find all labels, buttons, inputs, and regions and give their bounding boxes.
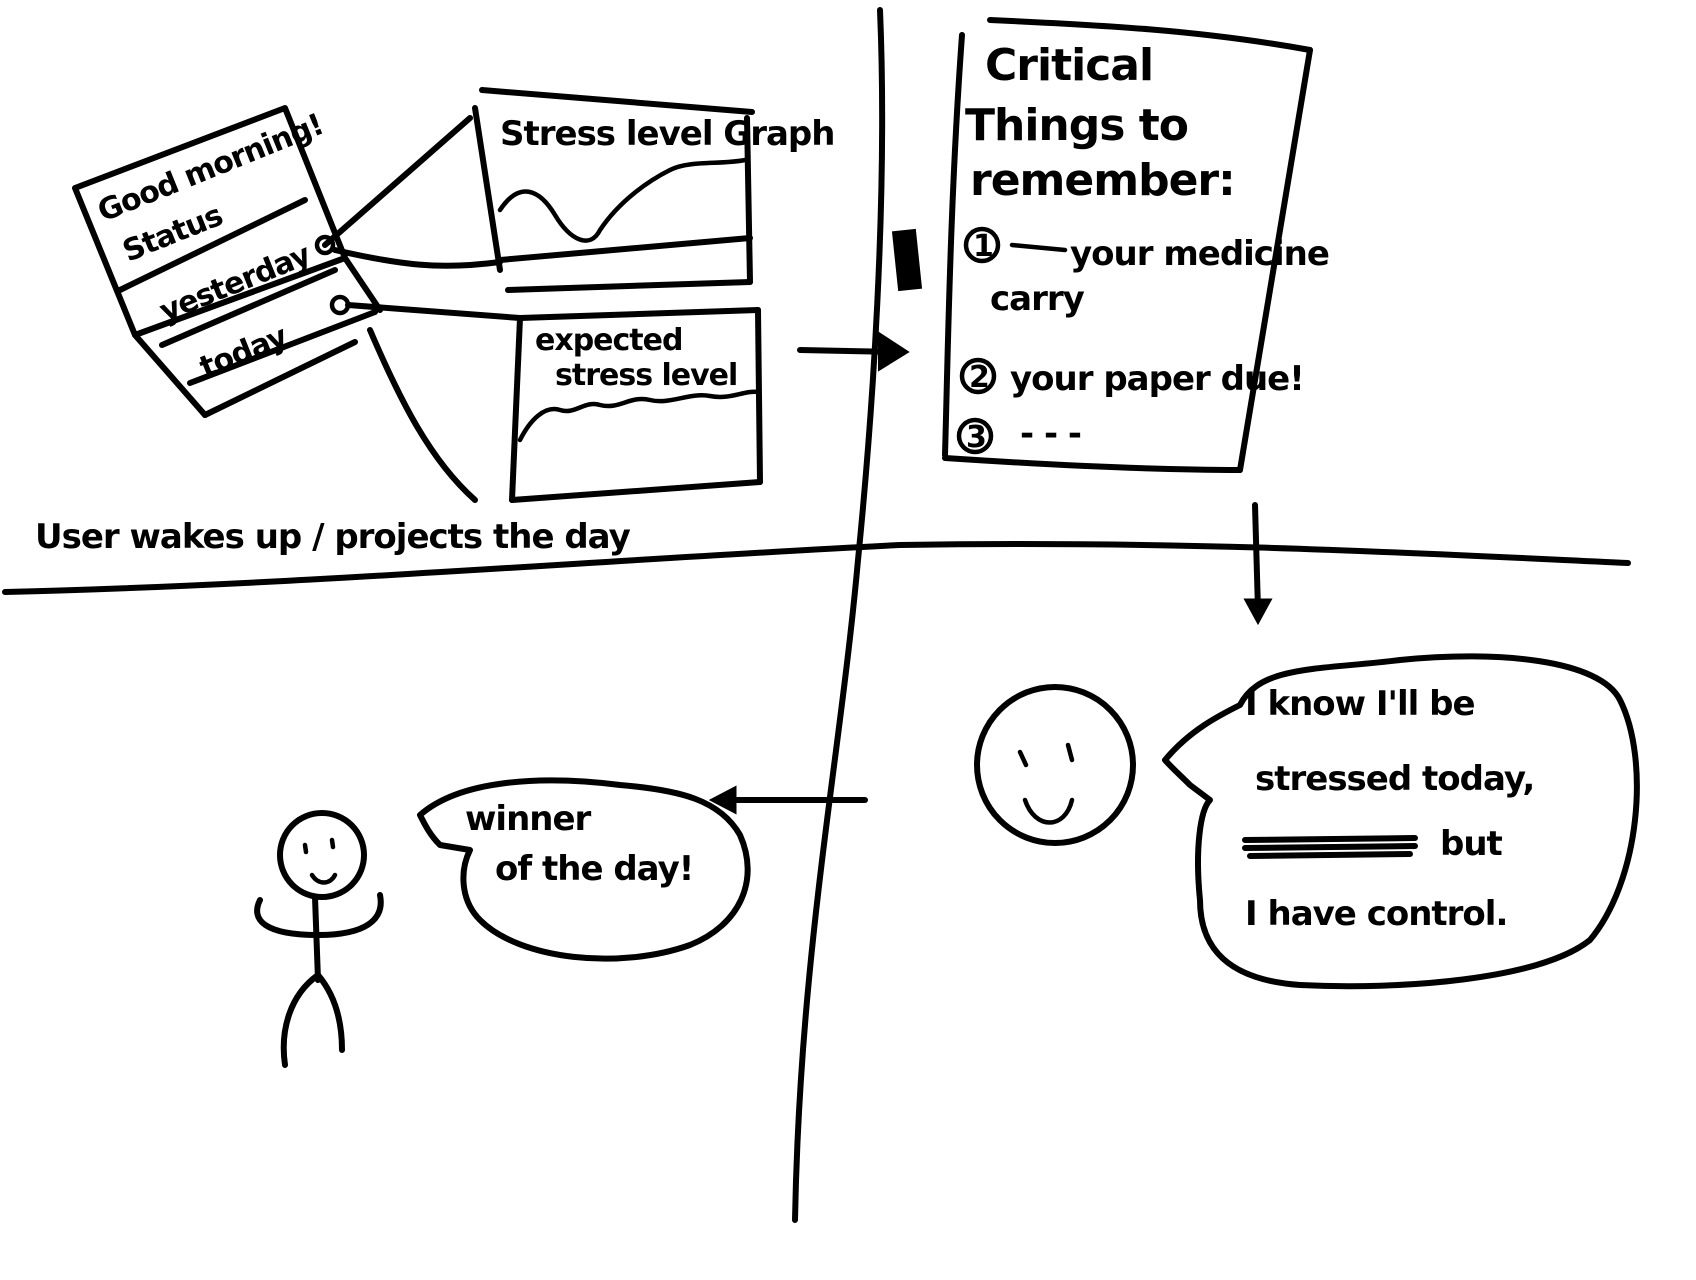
reminder-title-line1: Critical: [985, 40, 1153, 91]
reminder-title-line2: Things to: [965, 100, 1188, 151]
item3-marker: 3: [966, 420, 986, 455]
graph2-title-line2: stress level: [555, 358, 737, 393]
winner-bubble-line1: winner: [465, 799, 592, 839]
connector-yesterday-bottom: [332, 247, 503, 269]
device-icon: [891, 228, 923, 292]
control-bubble-line3: but: [1440, 824, 1503, 864]
phone-sketch: Good morning! Status yesterday today: [72, 105, 383, 418]
speech-bubble-control: I know I'll be stressed today, but I hav…: [1162, 653, 1640, 990]
item3-text: - - -: [1020, 414, 1081, 454]
expected-stress-graph: expected stress level: [509, 307, 763, 503]
reminder-card: Critical Things to remember: 1 your medi…: [942, 17, 1330, 473]
stress-level-graph: Stress level Graph: [472, 87, 835, 293]
item2-text: your paper due!: [1010, 359, 1304, 399]
connector-yesterday-top: [322, 115, 473, 248]
item1-marker: 1: [973, 229, 993, 264]
panel-reminders: Critical Things to remember: 1 your medi…: [891, 17, 1330, 626]
control-bubble-line2: stressed today,: [1255, 759, 1534, 799]
scribbled-word: [1242, 835, 1418, 859]
connector-today-top: [345, 302, 523, 321]
panel1-caption: User wakes up / projects the day: [35, 517, 631, 557]
smiley-face: [974, 684, 1136, 846]
connector-today-bottom: [367, 327, 478, 503]
item2-marker: 2: [969, 360, 989, 395]
item1-line1: your medicine: [1070, 234, 1329, 274]
graph2-title-line1: expected: [535, 323, 682, 358]
panel-wake-up: Good morning! Status yesterday today Str…: [35, 87, 910, 557]
speech-bubble-winner: winner of the day!: [417, 777, 751, 962]
item1-strikethrough: [1009, 242, 1068, 253]
item1-line2: carry: [990, 279, 1085, 319]
control-bubble-line1: I know I'll be: [1245, 684, 1475, 724]
winner-bubble-line2: of the day!: [495, 849, 693, 889]
stick-figure: [254, 810, 384, 1068]
panel-in-control: I know I'll be stressed today, but I hav…: [974, 653, 1640, 990]
horizontal-divider: [2, 541, 1631, 595]
vertical-divider: [792, 7, 886, 1223]
graph1-title: Stress level Graph: [500, 114, 834, 154]
phone-today-text: today: [195, 319, 293, 386]
control-bubble-line4: I have control.: [1245, 894, 1507, 934]
reminder-title-line3: remember:: [970, 155, 1235, 206]
panel-winner: winner of the day!: [254, 777, 868, 1068]
arrow-to-panel4: [1252, 502, 1261, 613]
